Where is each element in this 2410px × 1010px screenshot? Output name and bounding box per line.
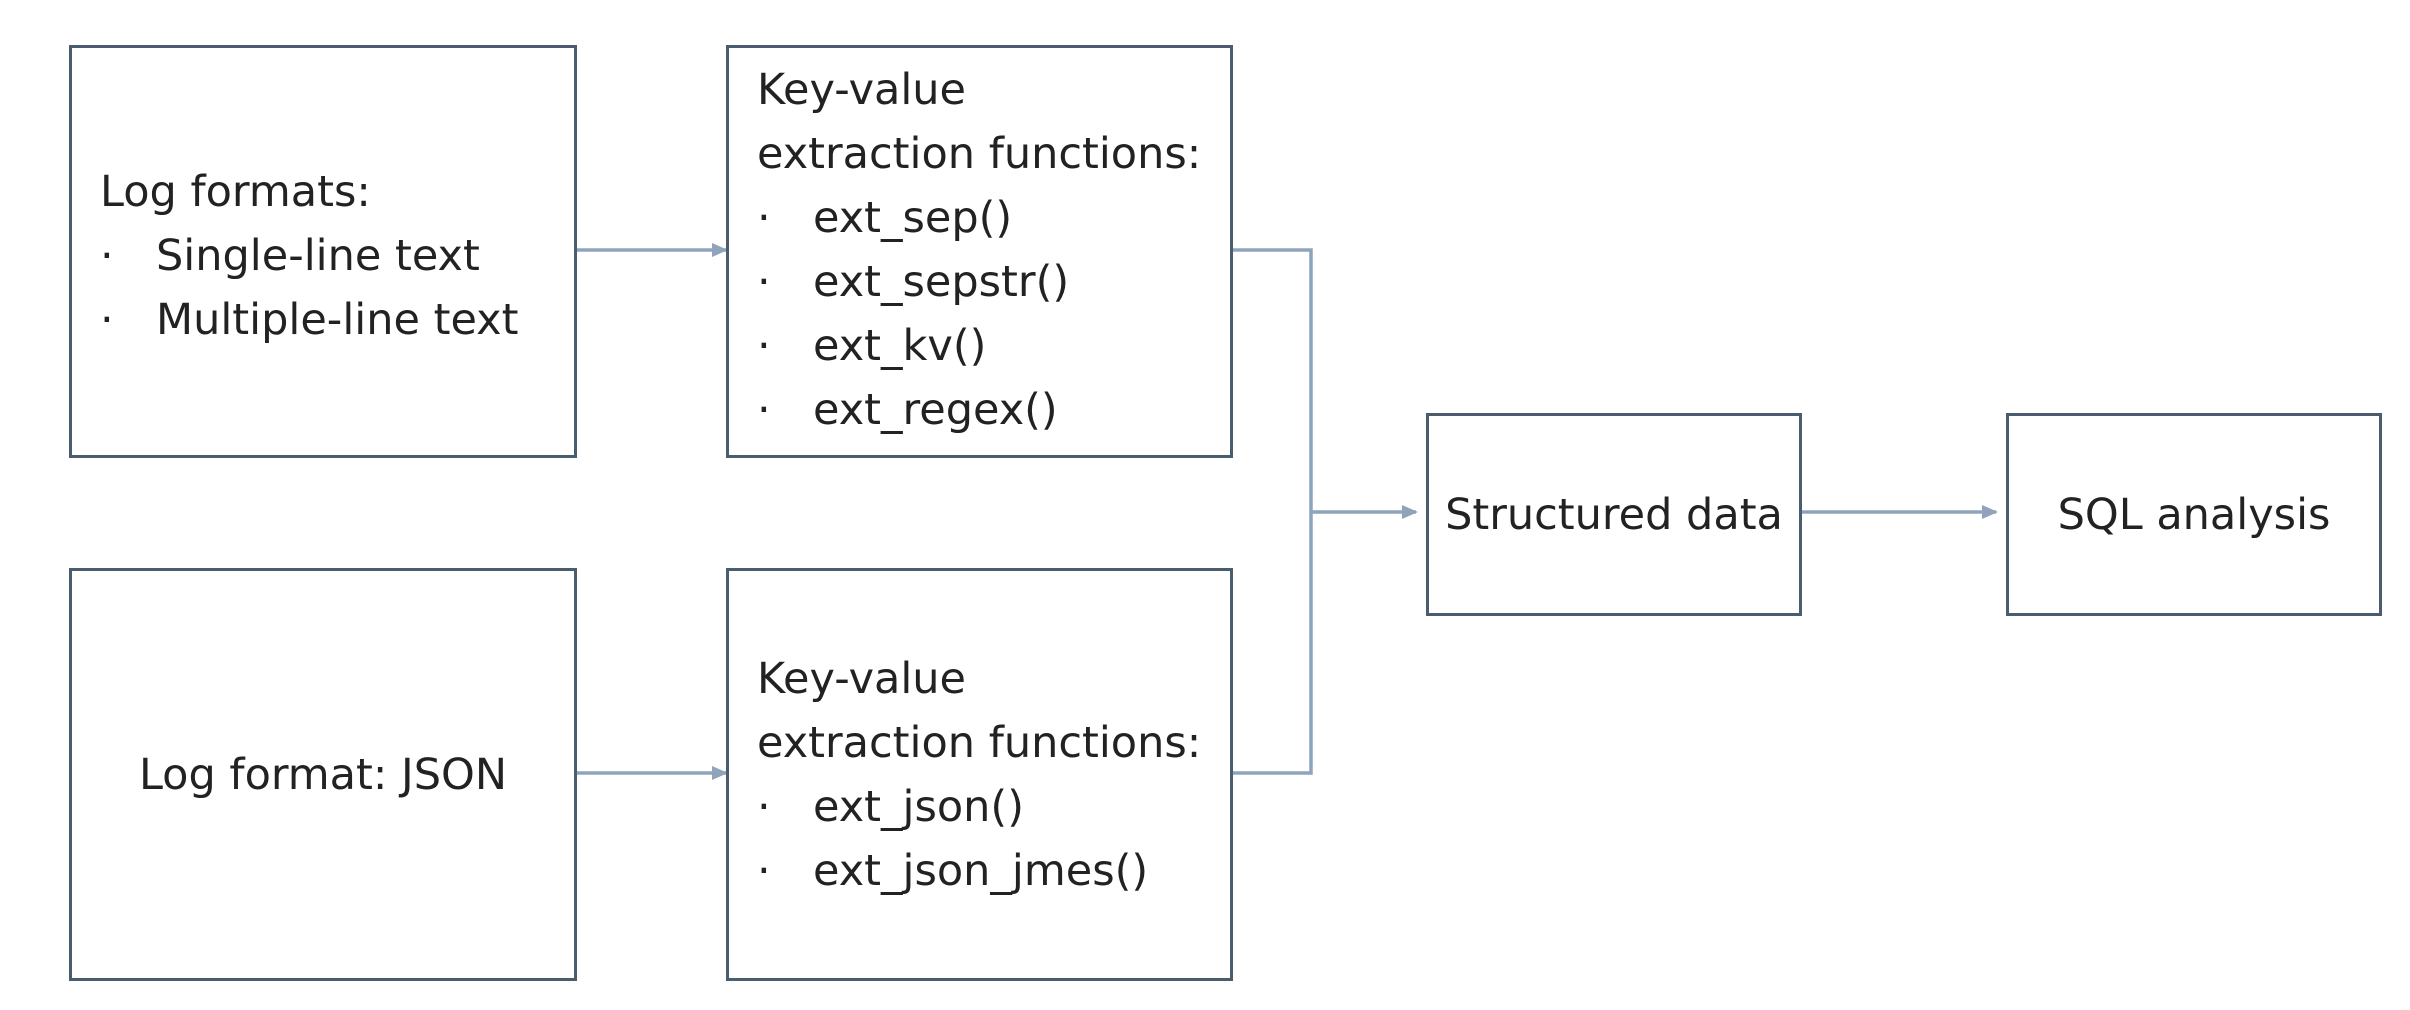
- kv-heading-line2: extraction functions:: [757, 718, 1202, 768]
- kv-extraction-functions-text-content: Key-value extraction functions: · ext_sep…: [757, 58, 1201, 442]
- connector-kv-functions-bottom-branch: [1233, 512, 1313, 775]
- bullet-icon: ·: [757, 846, 771, 896]
- kv-heading-line1: Key-value: [757, 65, 967, 115]
- function-ext-regex: ext_regex(): [813, 385, 1058, 435]
- function-ext-kv: ext_kv(): [813, 321, 987, 371]
- kv-heading-line2: extraction functions:: [757, 129, 1202, 179]
- function-ext-sep: ext_sep(): [813, 193, 1013, 243]
- log-format-item-multiple-line: Multiple-line text: [156, 295, 519, 345]
- list-item: · ext_json_jmes(): [757, 839, 1201, 903]
- sql-analysis-box: SQL analysis: [2006, 413, 2382, 616]
- bullet-icon: ·: [757, 321, 771, 371]
- kv-extraction-functions-json-box: Key-value extraction functions: · ext_jso…: [726, 568, 1233, 981]
- bullet-icon: ·: [757, 385, 771, 435]
- log-formats-text-content: Log formats: · Single-line text · Multiple…: [100, 160, 518, 352]
- bullet-icon: ·: [100, 231, 114, 281]
- bullet-icon: ·: [757, 257, 771, 307]
- function-ext-sepstr: ext_sepstr(): [813, 257, 1070, 307]
- list-item: · ext_sep(): [757, 186, 1201, 250]
- list-item: · Multiple-line text: [100, 288, 518, 352]
- bullet-icon: ·: [757, 782, 771, 832]
- kv-extraction-functions-text-box: Key-value extraction functions: · ext_sep…: [726, 45, 1233, 458]
- bullet-icon: ·: [100, 295, 114, 345]
- kv-heading-line1: Key-value: [757, 654, 967, 704]
- function-ext-json-jmes: ext_json_jmes(): [813, 846, 1149, 896]
- structured-data-label: Structured data: [1445, 489, 1783, 540]
- list-item: · ext_kv(): [757, 314, 1201, 378]
- list-item: · Single-line text: [100, 224, 518, 288]
- log-format-json-label: Log format: JSON: [138, 749, 508, 800]
- log-formats-heading: Log formats:: [100, 167, 371, 217]
- bullet-icon: ·: [757, 193, 771, 243]
- function-ext-json: ext_json(): [813, 782, 1024, 832]
- list-item: · ext_json(): [757, 775, 1201, 839]
- log-format-item-single-line: Single-line text: [156, 231, 480, 281]
- list-item: · ext_sepstr(): [757, 250, 1201, 314]
- kv-extraction-functions-json-content: Key-value extraction functions: · ext_jso…: [757, 647, 1201, 903]
- structured-data-box: Structured data: [1426, 413, 1802, 616]
- connector-kv-functions-top-branch: [1233, 248, 1313, 512]
- sql-analysis-label: SQL analysis: [2057, 489, 2331, 540]
- log-format-json-box: Log format: JSON: [69, 568, 577, 981]
- log-formats-text-box: Log formats: · Single-line text · Multiple…: [69, 45, 577, 458]
- list-item: · ext_regex(): [757, 378, 1201, 442]
